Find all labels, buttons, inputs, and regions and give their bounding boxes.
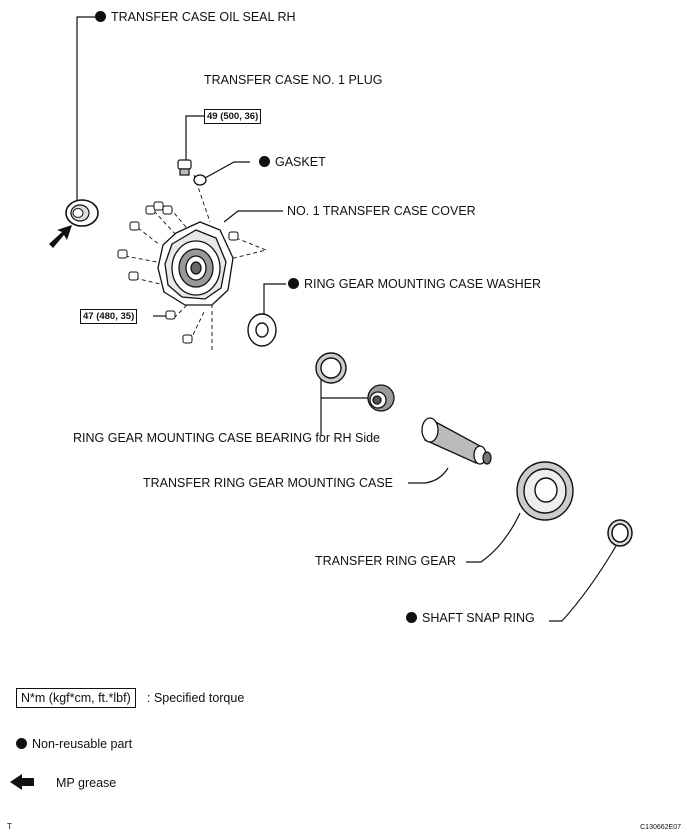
leader-oil-seal bbox=[76, 16, 95, 205]
leader-case-cover bbox=[223, 210, 283, 223]
legend-non-reusable: Non-reusable part bbox=[16, 737, 132, 751]
leader-ring-gear bbox=[466, 512, 521, 563]
torque-plug: 49 (500, 36) bbox=[204, 109, 262, 124]
transfer-case-plug bbox=[177, 159, 192, 176]
non-reusable-dot-icon bbox=[16, 738, 27, 749]
label-bearing: RING GEAR MOUNTING CASE BEARING for RH S… bbox=[73, 431, 380, 445]
label-case-cover: NO. 1 TRANSFER CASE COVER bbox=[287, 204, 476, 218]
legend-mp-grease-arrow bbox=[10, 774, 34, 790]
label-plug: TRANSFER CASE NO. 1 PLUG bbox=[204, 73, 383, 87]
label-snap-ring: SHAFT SNAP RING bbox=[406, 611, 535, 625]
transfer-case-cover bbox=[157, 221, 234, 306]
non-reusable-dot-icon bbox=[406, 612, 417, 623]
legend-torque-desc: : Specified torque bbox=[147, 691, 245, 705]
leader-washer bbox=[263, 283, 286, 318]
leader-mounting-case bbox=[408, 467, 449, 484]
leader-plug-torque bbox=[185, 115, 205, 160]
transfer-ring-gear bbox=[516, 461, 574, 521]
label-oil-seal: TRANSFER CASE OIL SEAL RH bbox=[95, 10, 296, 24]
ring-gear-mounting-case bbox=[421, 417, 492, 465]
figure-code: C130662E07 bbox=[640, 824, 681, 831]
shaft-snap-ring bbox=[607, 519, 633, 547]
gasket-shape bbox=[193, 174, 207, 186]
legend-torque-box: N*m (kgf*cm, ft.*lbf) bbox=[16, 688, 136, 708]
legend-mp-grease: MP grease bbox=[56, 776, 117, 790]
mp-grease-arrow bbox=[49, 225, 72, 248]
footer-mark: T bbox=[7, 822, 12, 831]
oil-seal-rh bbox=[65, 199, 99, 227]
non-reusable-dot-icon bbox=[288, 278, 299, 289]
label-mounting-case: TRANSFER RING GEAR MOUNTING CASE bbox=[143, 476, 394, 490]
bearing-outer-race bbox=[315, 352, 347, 384]
label-washer: RING GEAR MOUNTING CASE WASHER bbox=[288, 277, 541, 291]
non-reusable-dot-icon bbox=[95, 11, 106, 22]
leader-snap-ring bbox=[549, 545, 617, 622]
bearing-roller bbox=[367, 384, 395, 412]
torque-bolts: 47 (480, 35) bbox=[80, 309, 138, 324]
label-ring-gear: TRANSFER RING GEAR bbox=[315, 554, 456, 568]
label-gasket: GASKET bbox=[259, 155, 326, 169]
leader-gasket bbox=[204, 161, 250, 179]
ring-gear-washer bbox=[247, 313, 277, 347]
non-reusable-dot-icon bbox=[259, 156, 270, 167]
cover-bolts bbox=[117, 201, 239, 344]
